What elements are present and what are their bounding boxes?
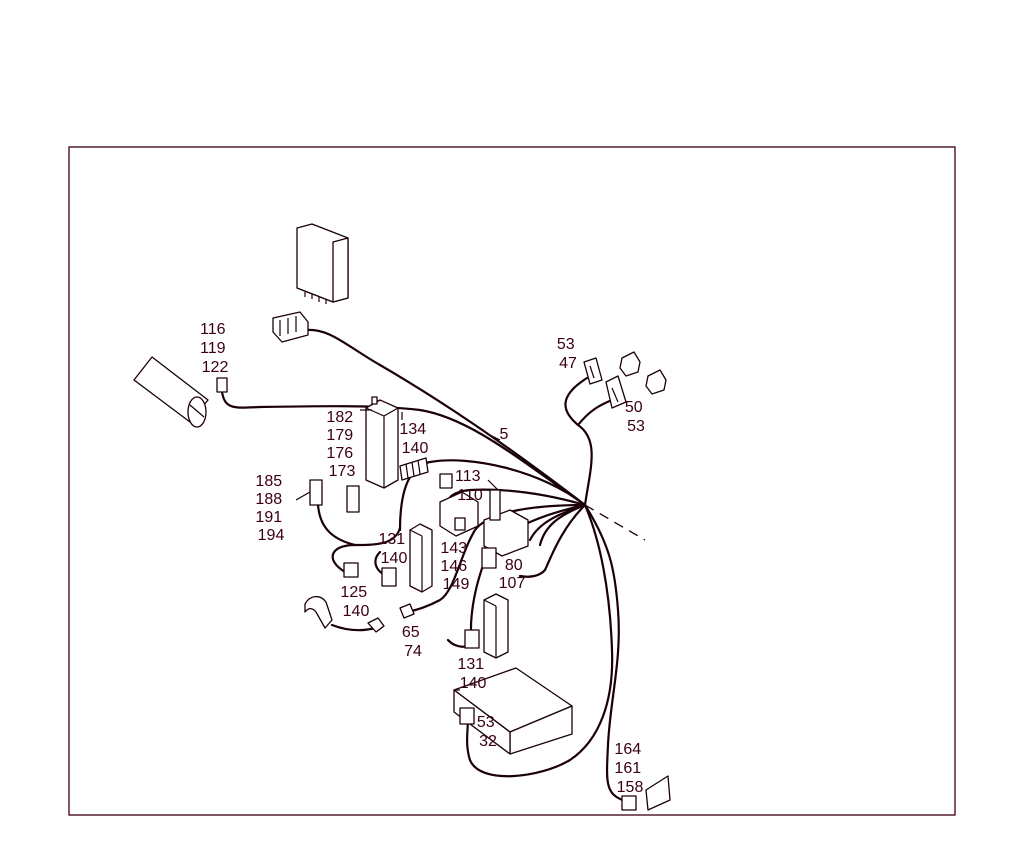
callout-5: 5 (500, 426, 509, 443)
callout-164-161-158: 164 161 158 (614, 741, 645, 796)
connector-113 (439, 473, 453, 489)
callout-113-110: 113 110 (455, 468, 485, 504)
connector-53-radio (459, 707, 475, 725)
callout-185-188-191-194: 185 188 191 194 (255, 473, 286, 544)
connector-134 (399, 457, 429, 481)
callout-50-53: 50 53 (625, 399, 647, 435)
module-131-upper (409, 523, 433, 593)
relay-173 (346, 485, 360, 513)
diagram-frame (68, 146, 956, 816)
connector-131-b (464, 629, 480, 649)
connector-125 (343, 562, 359, 578)
connector-top (272, 311, 309, 343)
connector-53-47 (583, 357, 603, 385)
relay-185 (309, 479, 323, 506)
wire-upper-right (564, 376, 593, 507)
wire-radio-loop (466, 503, 614, 778)
callout-131-140-lower: 131 140 (457, 656, 488, 692)
connector-116 (216, 377, 228, 393)
harness-continuation-dashed (584, 504, 646, 541)
wire-stub-2 (528, 503, 587, 542)
wire-185 (316, 503, 357, 547)
sensor-left (133, 356, 209, 428)
module-131-lower (483, 593, 509, 659)
connector-164 (621, 775, 671, 811)
callout-182-179-176-173: 182 179 176 173 (326, 409, 357, 480)
connector-80 (481, 547, 497, 569)
bracket-125 (304, 595, 385, 633)
leader-lines (295, 409, 501, 691)
terminal-blocks (619, 351, 667, 395)
callout-116-119-122: 116 119 122 (200, 321, 230, 376)
wire-65 (406, 503, 587, 614)
callout-53-32: 53 32 (477, 714, 499, 750)
connector-50-53 (605, 375, 627, 409)
wire-left-branch (398, 459, 587, 532)
wire-80 (518, 503, 587, 578)
callout-65-74: 65 74 (402, 624, 424, 660)
module-182 (365, 396, 399, 489)
wire-trunk-top (303, 328, 587, 507)
callout-125-140: 125 140 (340, 584, 371, 620)
callout-131-140-upper: 131 140 (378, 531, 409, 567)
callout-80-107: 80 107 (499, 557, 527, 592)
callout-53-47: 53 47 (557, 336, 579, 372)
connector-131-a (381, 567, 397, 587)
callout-134-140: 134 140 (399, 421, 430, 457)
relay-cluster-143 (439, 491, 479, 537)
callout-143-146-149: 143 146 149 (440, 540, 471, 593)
control-unit-top (296, 223, 349, 304)
connector-65 (399, 603, 415, 619)
wire-bottom-right (583, 503, 630, 804)
radio-unit (453, 667, 573, 755)
wire-125 (330, 623, 377, 632)
wire-upper-right-b (576, 398, 614, 427)
central-module (483, 489, 529, 557)
